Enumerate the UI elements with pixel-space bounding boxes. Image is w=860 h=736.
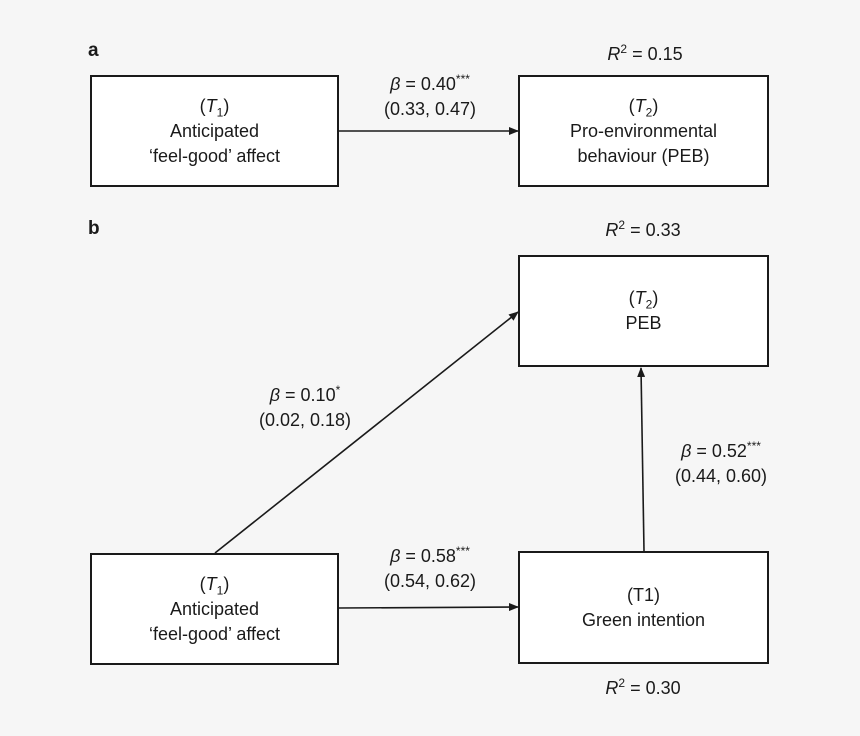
box-line: Green intention (581, 609, 706, 630)
path-beta: β = 0.52*** (636, 439, 806, 464)
significance-stars: *** (455, 72, 470, 86)
path-b-affect-intention-coefficient: β = 0.58*** (0.54, 0.62) (345, 544, 515, 594)
beta-value: 0.52 (711, 441, 747, 461)
box-time: (T1) (199, 95, 230, 120)
path-beta: β = 0.58*** (345, 544, 515, 569)
time-sub: 2 (645, 297, 653, 312)
box-line: ‘feel-good’ affect (148, 145, 281, 166)
r2-value: 0.15 (647, 44, 683, 64)
box-a-peb: (T2) Pro-environmental behaviour (PEB) (518, 75, 769, 187)
box-b-peb: (T2) PEB (518, 255, 769, 367)
panel-a-label: a (88, 40, 99, 61)
r2-a-peb: R2 = 0.15 (590, 42, 700, 67)
equals-sign: = (691, 441, 712, 461)
box-a-affect: (T1) Anticipated ‘feel-good’ affect (90, 75, 339, 187)
beta-symbol: β (390, 74, 401, 94)
r2-b-peb: R2 = 0.33 (588, 218, 698, 243)
box-line: ‘feel-good’ affect (148, 623, 281, 644)
box-time: (T2) (628, 95, 659, 120)
arrow-b-intention-to-peb (637, 367, 646, 552)
path-b-intention-peb-coefficient: β = 0.52*** (0.44, 0.60) (636, 439, 806, 489)
time-var: T (205, 573, 217, 594)
equals-sign: = (400, 546, 421, 566)
path-ci: (0.33, 0.47) (383, 99, 477, 119)
box-b-affect: (T1) Anticipated ‘feel-good’ affect (90, 553, 339, 665)
beta-value: 0.58 (420, 546, 456, 566)
r2-value: 0.33 (645, 220, 681, 240)
box-line: Pro-environmental (569, 120, 718, 141)
significance-stars: *** (746, 439, 761, 453)
arrow-b-affect-to-intention (338, 603, 519, 612)
time-sub: 2 (645, 105, 653, 120)
box-time: (T1) (627, 584, 660, 605)
equals-sign: = (625, 678, 646, 698)
r-symbol: R (605, 678, 619, 698)
path-beta: β = 0.40*** (345, 72, 515, 97)
r-sup: 2 (618, 676, 626, 690)
r-symbol: R (605, 220, 619, 240)
path-ci: (0.02, 0.18) (258, 410, 352, 430)
equals-sign: = (625, 220, 646, 240)
path-ci: (0.44, 0.60) (674, 466, 768, 486)
beta-value: 0.10 (300, 385, 336, 405)
equals-sign: = (627, 44, 648, 64)
r2-value: 0.30 (645, 678, 681, 698)
path-a-coefficient: β = 0.40*** (0.33, 0.47) (345, 72, 515, 122)
panel-b-label: b (88, 218, 100, 239)
beta-symbol: β (269, 385, 281, 405)
box-line: PEB (625, 313, 662, 333)
box-line: Anticipated (169, 120, 260, 141)
equals-sign: = (400, 74, 421, 94)
time-var: T (634, 288, 646, 308)
box-time: (T2) (628, 288, 659, 312)
r-sup: 2 (618, 218, 626, 232)
significance-stars: *** (455, 544, 470, 558)
path-beta: β = 0.10* (220, 383, 390, 408)
box-line: behaviour (PEB) (577, 145, 710, 166)
path-b-affect-peb-coefficient: β = 0.10* (0.02, 0.18) (220, 383, 390, 433)
box-b-intention: (T1) Green intention (518, 551, 769, 664)
significance-stars: * (335, 383, 341, 397)
time-var: T (634, 95, 646, 116)
r-sup: 2 (620, 42, 628, 56)
time-var: T (205, 95, 217, 116)
box-time: (T1) (199, 573, 230, 598)
arrow-b-affect-to-peb (214, 311, 519, 554)
beta-symbol: β (681, 441, 692, 461)
path-ci: (0.54, 0.62) (383, 571, 477, 591)
r-symbol: R (607, 44, 621, 64)
equals-sign: = (280, 385, 301, 405)
box-line: Anticipated (169, 598, 260, 619)
time-sub: 1 (216, 105, 224, 120)
r2-b-intention: R2 = 0.30 (588, 676, 698, 701)
time-sub: 1 (216, 583, 224, 598)
beta-symbol: β (390, 546, 401, 566)
beta-value: 0.40 (420, 74, 456, 94)
